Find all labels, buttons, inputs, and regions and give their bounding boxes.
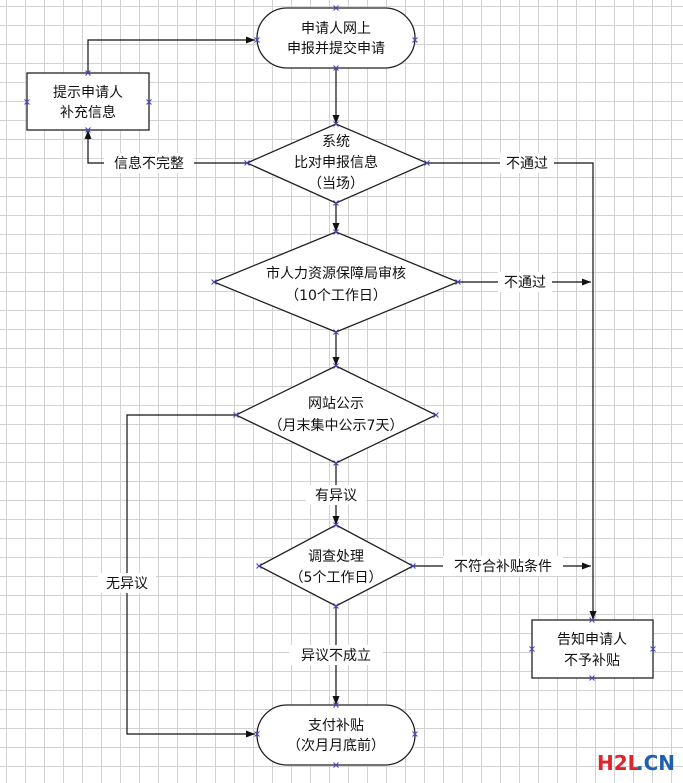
label-no-objection: 无异议	[98, 573, 156, 593]
svg-text:不符合补贴条件: 不符合补贴条件	[454, 558, 552, 575]
svg-text:有异议: 有异议	[315, 488, 357, 504]
connection-point-mark	[211, 279, 217, 285]
svg-text:系统: 系统	[322, 134, 350, 150]
node-bureau: 市人力资源保障局审核 （10个工作日）	[212, 231, 460, 333]
node-publicity: 网站公示 （月末集中公示7天）	[234, 365, 438, 464]
svg-text:（月末集中公示7天）: （月末集中公示7天）	[269, 417, 404, 434]
connection-point-mark	[333, 702, 339, 708]
connection-point-mark	[589, 675, 595, 681]
svg-text:.CN: .CN	[636, 751, 675, 775]
svg-text:无异议: 无异议	[106, 576, 148, 592]
node-notify: 告知申请人 不予补贴	[531, 619, 654, 679]
edge-supplement-to-start	[87, 36, 255, 73]
svg-text:支付补贴: 支付补贴	[308, 718, 364, 734]
label-objection-invalid: 异议不成立	[289, 645, 383, 665]
svg-text:H2L: H2L	[597, 751, 641, 775]
svg-text:信息不完整: 信息不完整	[114, 155, 184, 172]
connection-point-mark	[254, 731, 260, 737]
connection-point-mark	[85, 127, 91, 133]
svg-text:（5个工作日）: （5个工作日）	[290, 570, 383, 586]
connection-point-mark	[333, 65, 339, 71]
svg-text:比对申报信息: 比对申报信息	[294, 154, 378, 171]
svg-text:异议不成立: 异议不成立	[301, 648, 371, 664]
connection-point-mark	[333, 363, 339, 369]
svg-text:不通过: 不通过	[504, 275, 546, 291]
connection-point-mark	[244, 160, 250, 166]
label-fail-system: 不通过	[500, 153, 554, 173]
svg-text:不通过: 不通过	[506, 156, 548, 172]
connection-point-mark	[424, 160, 430, 166]
node-start: 申请人网上 申报并提交申请	[256, 7, 416, 69]
connection-point-mark	[256, 563, 262, 569]
connection-point-mark	[333, 762, 339, 768]
connection-point-mark	[333, 200, 339, 206]
svg-text:调查处理: 调查处理	[308, 549, 364, 565]
connection-point-mark	[412, 731, 418, 737]
connection-point-mark	[233, 412, 239, 418]
connection-point-mark	[333, 121, 339, 127]
svg-text:告知申请人: 告知申请人	[557, 631, 627, 648]
label-fail-bureau: 不通过	[498, 272, 552, 292]
node-system: 系统 比对申报信息 （当场）	[245, 123, 429, 204]
node-investigate: 调查处理 （5个工作日）	[257, 524, 415, 607]
connection-point-mark	[333, 603, 339, 609]
connection-point-mark	[412, 37, 418, 43]
node-supplement: 提示申请人 补充信息	[26, 72, 150, 131]
connection-point-mark	[24, 99, 30, 105]
connection-point-mark	[85, 70, 91, 76]
label-not-eligible: 不符合补贴条件	[443, 556, 563, 576]
label-objection: 有异议	[306, 485, 366, 505]
connection-point-mark	[146, 99, 152, 105]
svg-text:不予补贴: 不予补贴	[564, 653, 620, 669]
svg-text:市人力资源保障局审核: 市人力资源保障局审核	[266, 265, 406, 282]
svg-text:网站公示: 网站公示	[308, 396, 364, 412]
label-incomplete: 信息不完整	[104, 153, 194, 173]
svg-text:申请人网上: 申请人网上	[301, 21, 371, 37]
watermark-logo: H2L .CN	[597, 751, 675, 775]
svg-text:提示申请人: 提示申请人	[53, 85, 123, 101]
connection-point-mark	[455, 279, 461, 285]
svg-text:（10个工作日）: （10个工作日）	[285, 288, 387, 304]
svg-text:（次月月底前）: （次月月底前）	[287, 737, 385, 754]
connection-points	[24, 5, 656, 768]
connection-point-mark	[333, 460, 339, 466]
svg-text:（当场）: （当场）	[308, 176, 364, 192]
svg-text:补充信息: 补充信息	[60, 104, 116, 121]
connection-point-mark	[433, 412, 439, 418]
edge-system-to-notify	[427, 162, 597, 620]
connection-point-mark	[333, 5, 339, 11]
svg-text:申报并提交申请: 申报并提交申请	[287, 40, 385, 57]
connection-point-mark	[333, 522, 339, 528]
connection-point-mark	[650, 646, 656, 652]
connection-point-mark	[529, 646, 535, 652]
connection-point-mark	[254, 37, 260, 43]
connection-point-mark	[333, 329, 339, 335]
node-pay: 支付补贴 （次月月底前）	[256, 704, 416, 766]
connection-point-mark	[589, 617, 595, 623]
connection-point-mark	[333, 229, 339, 235]
connection-point-mark	[410, 563, 416, 569]
